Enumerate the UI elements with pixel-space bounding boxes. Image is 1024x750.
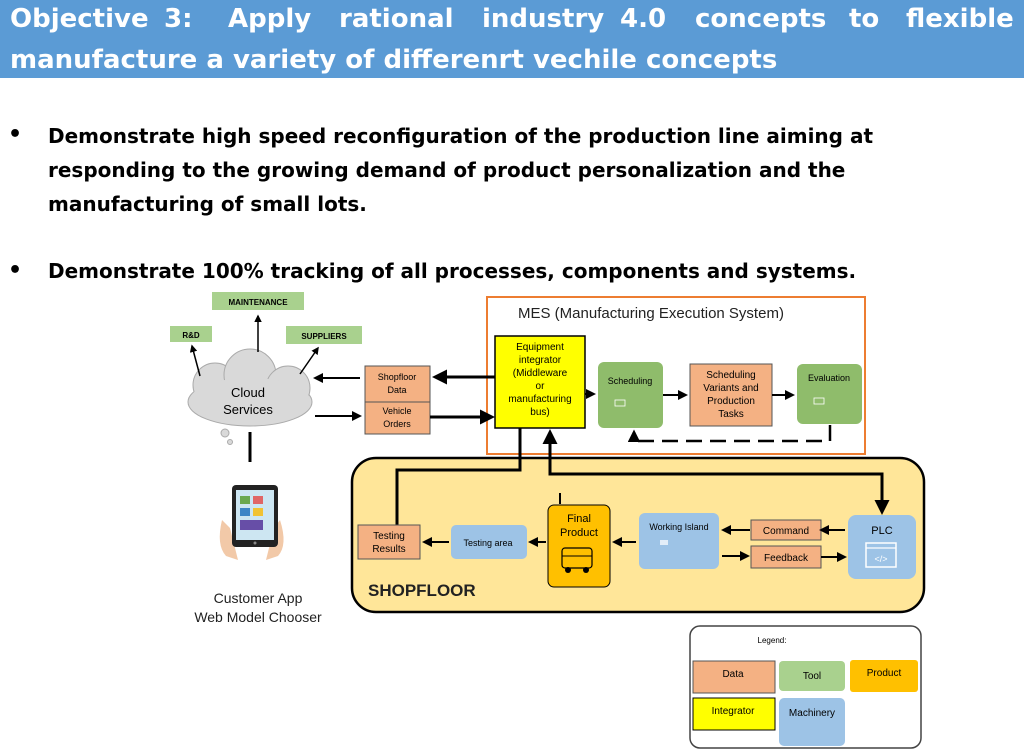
- rnd-label-box: [170, 326, 212, 342]
- rnd-label: R&D: [182, 331, 200, 340]
- suppliers-label: SUPPLIERS: [301, 332, 347, 341]
- monitor-icon: [813, 397, 825, 405]
- testing-to-integrator-connector: [395, 440, 522, 525]
- testing-area-text: Testing area: [463, 538, 512, 548]
- scheduling-box: [598, 362, 663, 428]
- bullet-2-line-1: Demonstrate 100% tracking of all process…: [48, 259, 857, 283]
- tablet-app-icon: [219, 485, 284, 560]
- vehicle-icon: [561, 547, 593, 573]
- shopfloor-data-text: Data: [387, 385, 406, 395]
- testing-results-text: Results: [372, 544, 405, 555]
- shopfloor-data-text: Shopfloor: [378, 372, 417, 382]
- command-text: Command: [763, 526, 809, 537]
- testing-area-box: [451, 525, 527, 559]
- svg-text:</>: </>: [874, 554, 887, 564]
- bullet-dot: •: [8, 122, 23, 147]
- arrow: [189, 344, 201, 377]
- title-word: 3:: [164, 4, 193, 34]
- scheduling-variants-box: [689, 363, 773, 427]
- cloud-text-2: Services: [223, 402, 273, 417]
- shopfloor-label: SHOPFLOOR: [368, 581, 476, 600]
- scheduling-variants-text: Scheduling: [706, 370, 755, 381]
- final-product-text: Product: [560, 527, 598, 539]
- scheduling-text: Scheduling: [608, 376, 653, 386]
- integrator-text: or: [536, 381, 546, 392]
- bullet-1-line-1: Demonstrate high speed reconfiguration o…: [48, 124, 874, 148]
- cloud-text-1: Cloud: [231, 385, 265, 400]
- customer-app-caption-2: Web Model Chooser: [194, 609, 322, 625]
- title-word: to: [849, 4, 880, 34]
- bullet-dot: •: [8, 258, 23, 283]
- customer-app-caption-1: Customer App: [213, 590, 303, 606]
- title-word: industry: [482, 4, 605, 34]
- integrator-box: [494, 335, 586, 429]
- scheduling-variants-text: Production: [707, 396, 755, 407]
- testing-results-box: [357, 524, 421, 560]
- scheduling-variants-text: Variants and: [703, 383, 758, 394]
- title-word: concepts: [695, 4, 827, 34]
- integrator-text: integrator: [519, 355, 562, 366]
- vehicle-orders-text: Vehicle: [382, 406, 411, 416]
- evaluation-text: Evaluation: [808, 373, 850, 383]
- integrator-text: bus): [530, 407, 549, 418]
- plc-box: [848, 515, 916, 579]
- mes-title: MES (Manufacturing Execution System): [518, 305, 784, 322]
- bullet-1-line-3: manufacturing of small lots.: [48, 192, 367, 216]
- machine-icon: [660, 540, 668, 545]
- feedback-text: Feedback: [764, 553, 809, 564]
- final-product-box: [547, 504, 611, 588]
- maintenance-label-box: [212, 292, 304, 310]
- title-word: Apply: [228, 4, 312, 34]
- vehicle-orders-text: Orders: [383, 419, 411, 429]
- working-island-box: [639, 513, 719, 569]
- integrator-text: Equipment: [516, 342, 564, 353]
- testing-results-text: Testing: [373, 531, 405, 542]
- arrow: [299, 346, 319, 375]
- title-word: flexible: [906, 4, 1014, 34]
- maintenance-label: MAINTENANCE: [228, 298, 288, 307]
- title-word: Objective: [10, 4, 149, 34]
- integrator-text: manufacturing: [508, 394, 571, 405]
- monitor-icon: [614, 399, 626, 407]
- code-window-icon: </>: [865, 542, 897, 568]
- working-island-text: Working Island: [649, 522, 708, 532]
- title-word: 4.0: [620, 4, 667, 34]
- integrator-text: (Middleware: [513, 368, 568, 379]
- final-product-text: Final: [567, 513, 591, 525]
- plc-text: PLC: [871, 525, 892, 537]
- title-word: rational: [339, 4, 454, 34]
- vehicle-orders-box: [364, 401, 431, 435]
- suppliers-label-box: [286, 326, 362, 344]
- evaluation-box: [797, 364, 862, 424]
- title-line-2: manufacture a variety of differenrt vech…: [10, 45, 778, 75]
- shopfloor-data-box: [364, 365, 431, 403]
- scheduling-variants-text: Tasks: [718, 409, 744, 420]
- cloud-icon: [187, 348, 313, 445]
- bullet-1-line-2: responding to the growing demand of prod…: [48, 158, 846, 182]
- integrator-plc-connector: [542, 429, 890, 515]
- title-banner: Objective 3: Apply rational industry 4.0…: [0, 0, 1024, 78]
